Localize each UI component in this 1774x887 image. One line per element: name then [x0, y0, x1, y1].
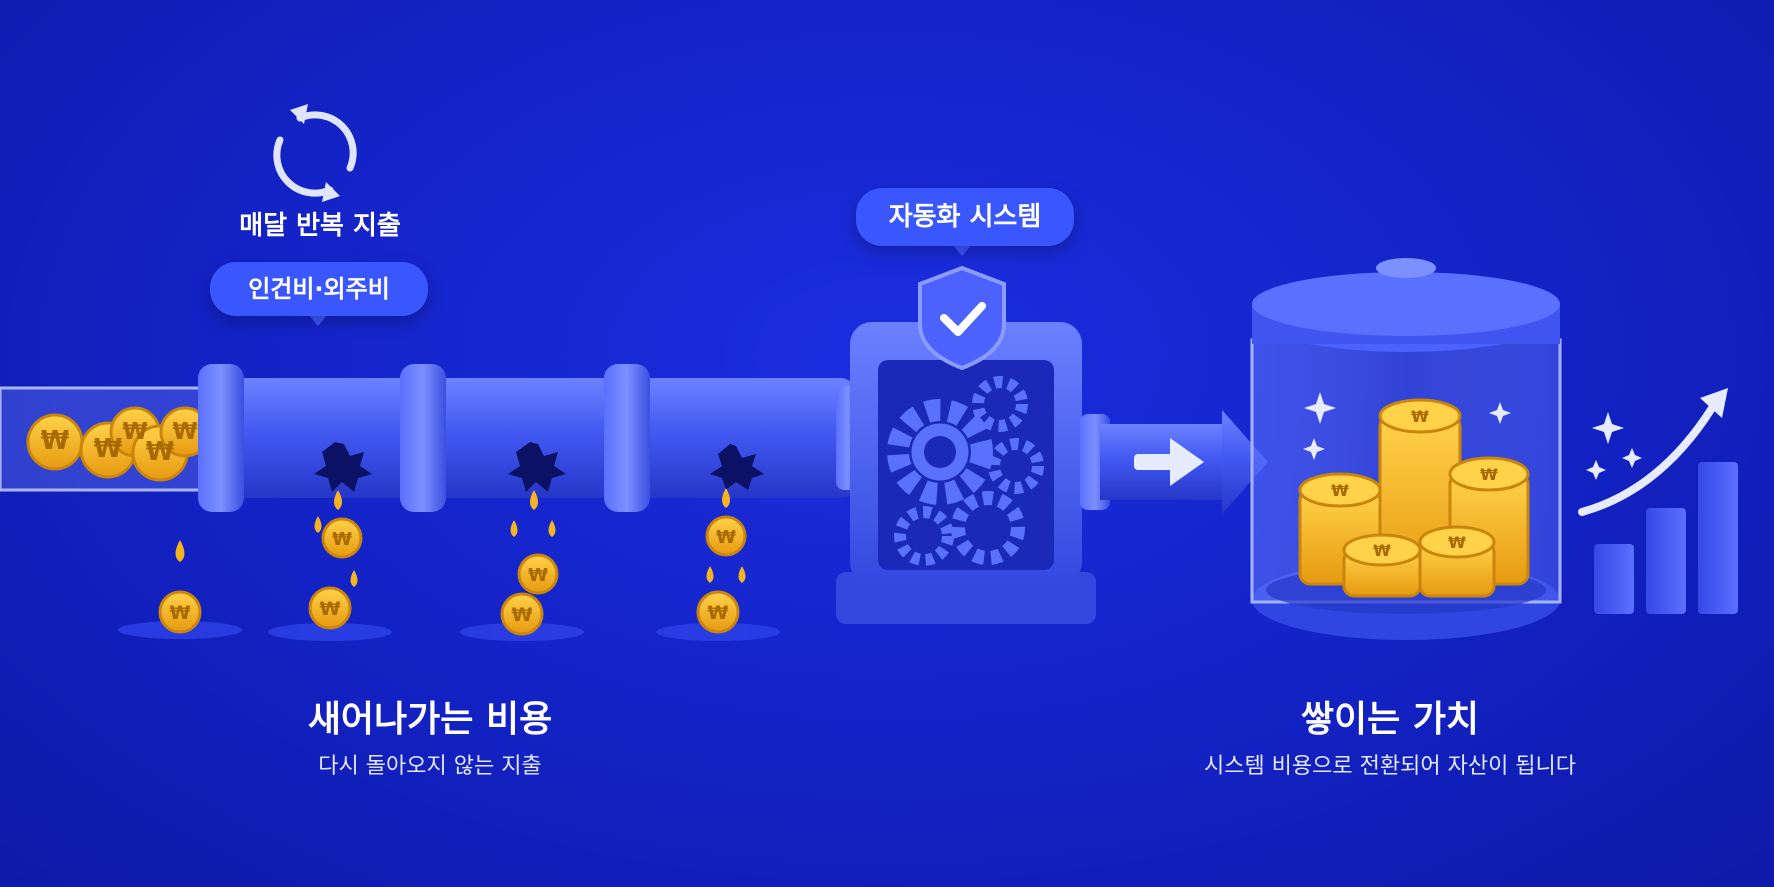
coin-symbol: ₩: [716, 527, 736, 548]
coin-symbol: ₩: [1411, 407, 1429, 426]
coin-symbol: ₩: [512, 604, 533, 626]
coin-symbol: ₩: [122, 419, 148, 445]
savings-jar: ₩ ₩ ₩ ₩ ₩: [1250, 258, 1562, 640]
coin-symbol: ₩: [146, 437, 175, 467]
pipe-joints: [198, 364, 860, 512]
recurring-expense-label: 매달 반복 지출: [239, 211, 401, 241]
cost-tag: 인건비·외주비: [210, 262, 428, 316]
coin-symbol: ₩: [1480, 465, 1498, 484]
coin-symbol: ₩: [1331, 481, 1349, 500]
glass-pipe: ₩₩₩₩₩: [0, 386, 217, 492]
shield-check-icon: [918, 265, 1006, 371]
refresh-cycle-icon: [273, 104, 357, 202]
falling-coins: ₩ ₩ ₩ ₩ ₩ ₩ ₩: [158, 515, 747, 636]
coin-symbol: ₩: [1448, 533, 1466, 552]
accumulating-value-title: 쌓이는 가치: [1300, 699, 1480, 740]
coin-stacks: ₩ ₩ ₩ ₩ ₩: [1298, 398, 1530, 598]
coin-symbol: ₩: [528, 565, 548, 586]
coin-symbol: ₩: [170, 602, 191, 624]
coin-symbol: ₩: [708, 602, 729, 624]
cost-tag-pointer: [308, 314, 328, 326]
leaking-cost-title: 새어나가는 비용: [307, 699, 553, 740]
gears-icon: [887, 376, 1044, 566]
automation-tag: 자동화 시스템: [856, 188, 1074, 246]
automation-machine: [836, 322, 1096, 624]
coin-symbol: ₩: [320, 598, 341, 620]
coin-symbol: ₩: [172, 419, 198, 445]
coin-symbol: ₩: [41, 426, 70, 456]
coin-stack-in-pipe: ₩₩₩₩₩: [26, 406, 211, 482]
coin-symbol: ₩: [1373, 541, 1391, 560]
growth-bar-chart-icon: [1578, 388, 1738, 614]
pipe-holes: [314, 442, 764, 492]
leaking-cost-subtitle: 다시 돌아오지 않는 지출: [318, 754, 542, 779]
leaky-pipe: [205, 378, 855, 498]
automation-tag-pointer: [952, 244, 972, 256]
coin-symbol: ₩: [94, 434, 123, 464]
accumulating-value-subtitle: 시스템 비용으로 전환되어 자산이 됩니다: [1203, 754, 1577, 779]
coin-symbol: ₩: [332, 529, 352, 550]
sparkle-icons: [1303, 392, 1642, 480]
arrow-right-icon: [1134, 438, 1204, 486]
puddles: [118, 621, 780, 641]
leaking-drops: [175, 488, 746, 587]
